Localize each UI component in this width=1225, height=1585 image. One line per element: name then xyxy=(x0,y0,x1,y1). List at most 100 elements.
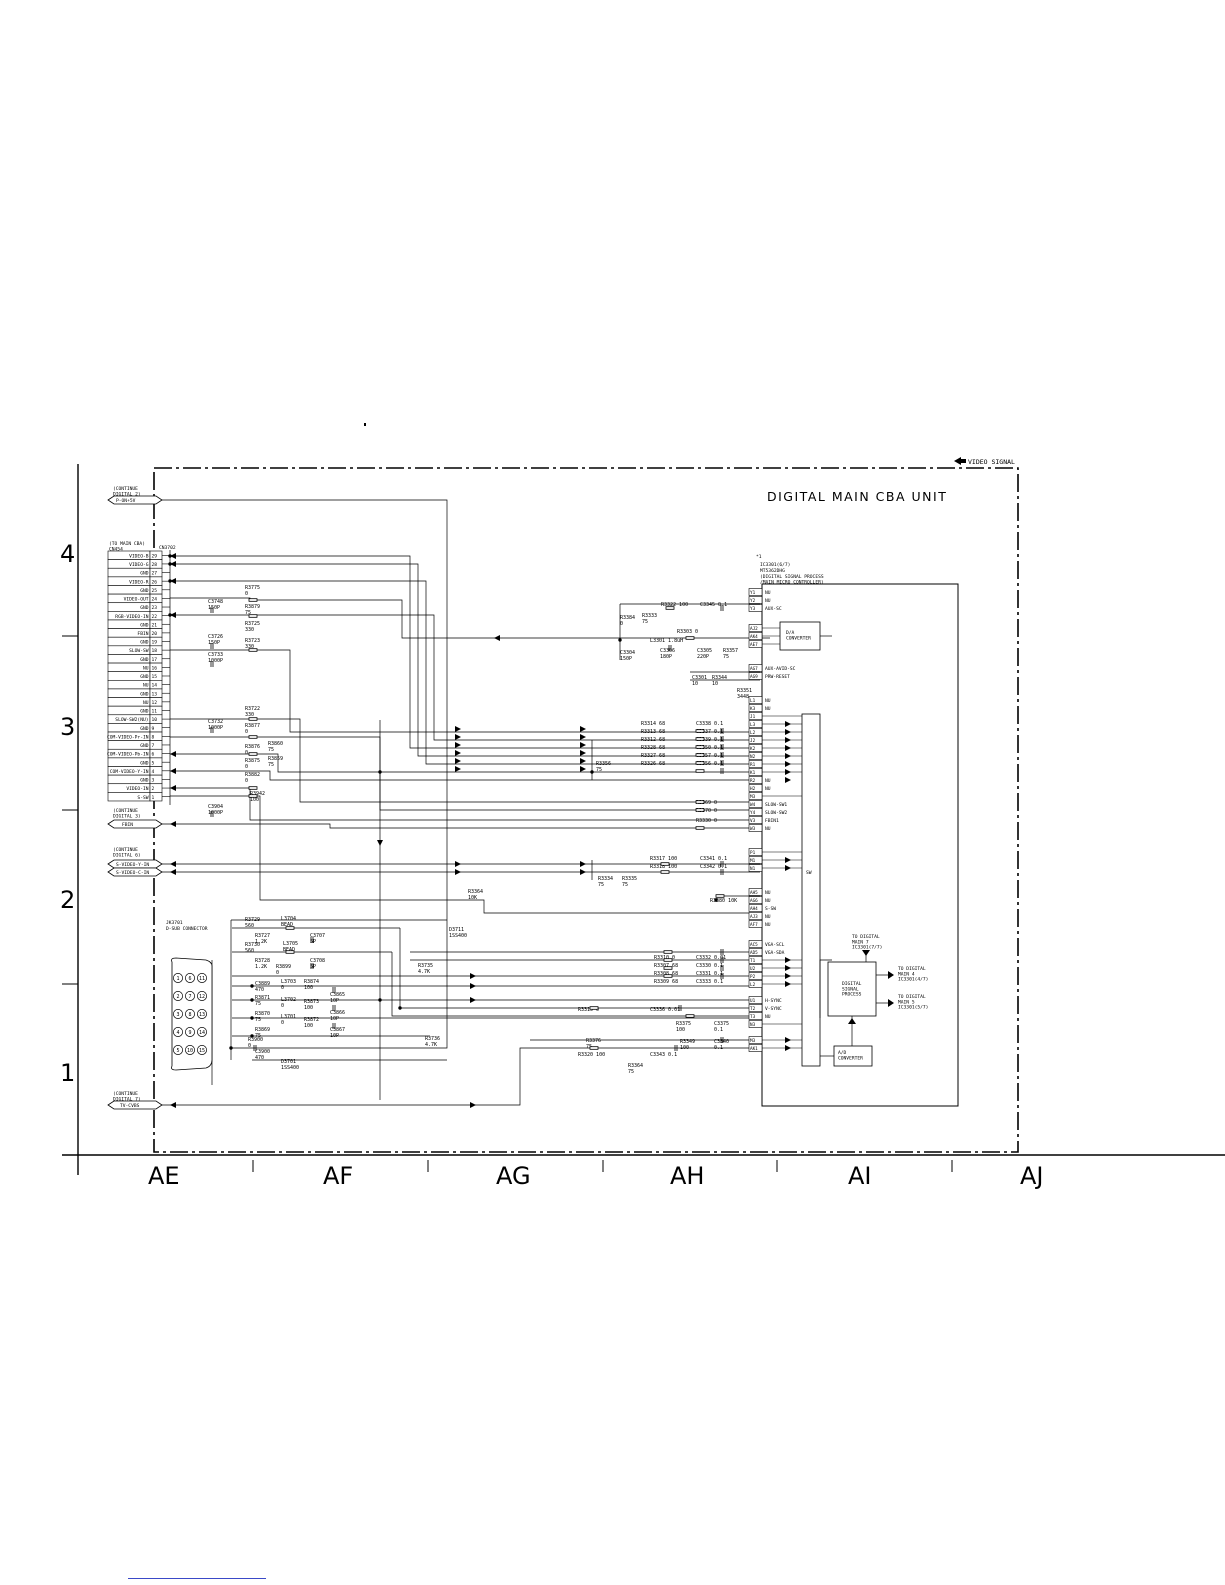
component-label: C3357 0.1 xyxy=(696,753,723,759)
ic-pin-name: NU xyxy=(765,914,771,920)
resistor-symbol xyxy=(695,737,705,741)
junction-dot xyxy=(168,562,172,566)
col-label-af: AF xyxy=(323,1162,353,1190)
ic-pin-number: N3 xyxy=(750,1022,756,1028)
resistor-symbol xyxy=(663,974,673,978)
dsub-pin xyxy=(185,1009,195,1019)
dsub-pin xyxy=(173,991,183,1001)
cba-unit-border xyxy=(153,467,1019,1153)
junction-dot xyxy=(590,770,594,774)
dsub-pin-number: 10 xyxy=(187,1048,193,1054)
ic-pin-box xyxy=(748,664,763,672)
connector-pin-name: GND xyxy=(140,640,149,646)
connector-pin-number: 12 xyxy=(152,700,158,706)
connector-pin-name: VIDEO-B xyxy=(129,553,149,559)
ic-pin-name: NU xyxy=(765,778,771,784)
connector-pin-number: 22 xyxy=(152,614,158,620)
ic-pin-number: P2 xyxy=(750,974,756,980)
connector-pin-name: GND xyxy=(140,743,149,749)
dsub-pin-number: 8 xyxy=(188,1012,191,1018)
row-label-2: 2 xyxy=(60,886,75,914)
ic-pin-name: FBIN1 xyxy=(765,818,779,824)
ic-pin-number: T2 xyxy=(750,1006,756,1012)
resistor-symbol xyxy=(663,958,673,962)
ic-ref: IC3301(6/7) xyxy=(760,562,790,568)
ic-pin-name: AUX-AVID-SC xyxy=(765,666,796,672)
component-label: C3342 0.1 xyxy=(700,864,727,870)
dsub-ref: JK3701 xyxy=(166,920,183,926)
resistor-symbol xyxy=(248,717,258,721)
ic-pin-number: R2 xyxy=(750,778,756,784)
connector-pin-number: 1 xyxy=(152,795,155,801)
component-label: C3336 0.01 xyxy=(650,1007,680,1013)
connector-pin-name: COM-VIDEO-Pr-IN xyxy=(107,734,149,740)
ic-pin-number: Y3 xyxy=(750,606,756,612)
ic-pin-number: L1 xyxy=(750,698,756,704)
dsub-pin xyxy=(185,991,195,1001)
ic-desc: (DIGITAL SIGNAL PROCESS/MAIN MICRO CONTR… xyxy=(760,574,824,585)
resistor-symbol xyxy=(660,870,670,874)
connector-pin-number: 20 xyxy=(152,631,158,637)
component-label: R3312 68 xyxy=(641,737,665,743)
ic-pin-name: NU xyxy=(765,698,771,704)
dsub-pin xyxy=(185,1027,195,1037)
component-label: C3337 0.1 xyxy=(696,729,723,735)
connector-pin-name: VIDEO-OUT xyxy=(124,597,149,603)
video-signal-legend: VIDEO SIGNAL xyxy=(954,457,1015,466)
dsub-pin xyxy=(197,1027,207,1037)
connector-pin-name: GND xyxy=(140,709,149,715)
connector-pin-name: GND xyxy=(140,588,149,594)
ic-pin-name: H-SYNC xyxy=(765,998,782,1004)
resistor-symbol xyxy=(695,753,705,757)
ic-pin-box xyxy=(748,824,763,832)
ic-pin-name: NU xyxy=(765,890,771,896)
ic-pin-name: V-SYNC xyxy=(765,1006,782,1012)
ic-pin-number: W4 xyxy=(750,802,756,808)
ic-pin-box xyxy=(748,800,763,808)
ic-pin-box xyxy=(748,940,763,948)
col-label-ae: AE xyxy=(148,1162,180,1190)
resistor-symbol xyxy=(248,794,258,798)
component-label: C3356 0.1 xyxy=(696,761,723,767)
dsub-pin xyxy=(197,991,207,1001)
component-label: R3303 0 xyxy=(677,629,698,635)
connector-pin-name: VIDEO-IN xyxy=(126,786,148,792)
connector-pin-number: 26 xyxy=(152,579,158,585)
component-label: R3327 68 xyxy=(641,753,665,759)
connector-pin-name: SLOW-SW2(NU) xyxy=(115,717,148,723)
sw-block xyxy=(801,713,821,1067)
ic-pin-number: J1 xyxy=(750,714,756,720)
junction-dot xyxy=(168,613,172,617)
resistor-symbol xyxy=(663,966,673,970)
connector-pin-number: 2 xyxy=(152,786,155,792)
connector-pin-number: 3 xyxy=(152,778,155,784)
ic-pin-name: NU xyxy=(765,922,771,928)
connector-pin-name: GND xyxy=(140,760,149,766)
dsub-pin-number: 12 xyxy=(199,994,205,1000)
resistor-symbol xyxy=(248,752,258,756)
resistor-symbol xyxy=(695,808,705,812)
signal-arrows xyxy=(170,553,791,1108)
component-label: R3326 68 xyxy=(641,761,665,767)
component-label: C3332 0.01 xyxy=(696,955,726,961)
connector-pin-name: VIDEO-R xyxy=(129,579,149,585)
